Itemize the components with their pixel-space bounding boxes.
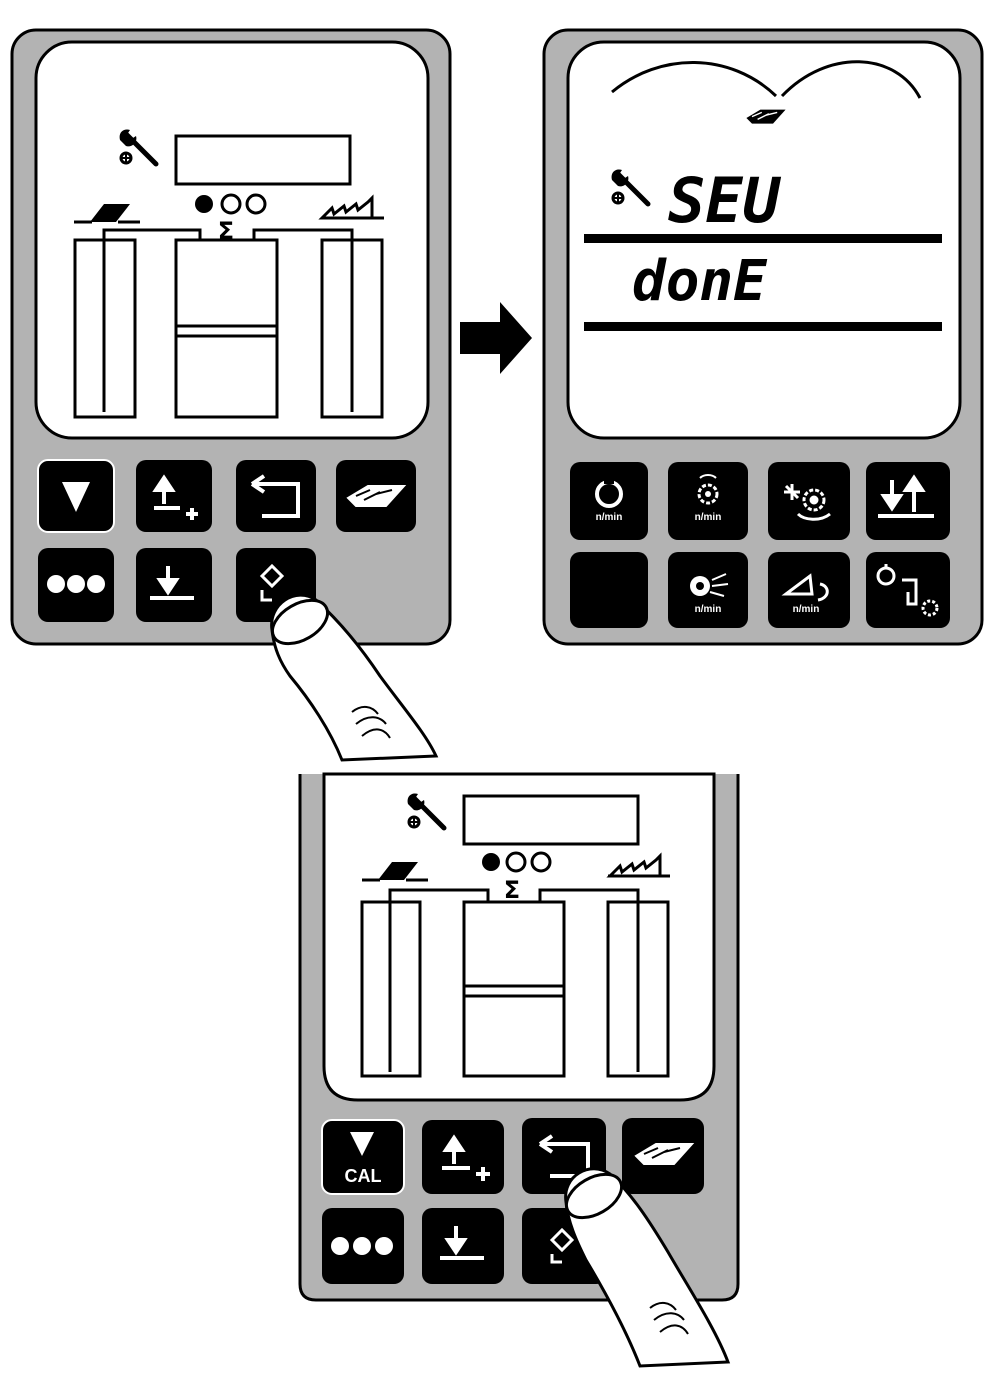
key-dots[interactable]	[38, 548, 114, 622]
key-tractor-speed[interactable]: n/min	[768, 552, 850, 628]
bar-total	[174, 238, 279, 419]
left-keypad	[37, 459, 416, 622]
key-book[interactable]	[336, 460, 416, 532]
lower-icon	[440, 1226, 484, 1260]
harvest-icon	[606, 852, 670, 878]
key-down-cal[interactable]: CAL	[321, 1119, 405, 1195]
three-dots-icon	[331, 1237, 393, 1255]
raise-plus-icon	[442, 1134, 490, 1181]
lcd-separator	[584, 234, 942, 243]
cal-label: CAL	[345, 1166, 382, 1186]
panel-right: SEU donE n/min n/min	[542, 28, 984, 646]
svg-text:n/min: n/min	[695, 604, 722, 615]
key-gear-speed[interactable]: n/min	[668, 462, 748, 540]
bottom-keypad: CAL	[321, 1118, 704, 1284]
arc-right	[780, 60, 922, 99]
key-rotor[interactable]	[768, 462, 850, 540]
book-icon	[746, 109, 786, 124]
blank-key-icon	[570, 552, 648, 628]
key-pto-speed[interactable]: n/min	[570, 462, 648, 540]
panel-left: Σ	[10, 28, 452, 646]
dot-empty	[505, 851, 527, 873]
dot-filled	[195, 195, 213, 213]
key-lift[interactable]	[866, 462, 950, 540]
field-icon	[362, 862, 428, 882]
transition-arrow-icon	[460, 302, 532, 374]
field-icon	[74, 204, 140, 224]
dot-filled	[482, 853, 500, 871]
value-box	[174, 134, 352, 186]
svg-text:n/min: n/min	[596, 512, 623, 523]
bottom-display-diagram: Σ	[360, 793, 670, 1078]
right-keypad: n/min n/min	[570, 462, 950, 628]
key-return[interactable]	[236, 460, 316, 532]
lift-icon	[878, 474, 934, 518]
key-drive-gear[interactable]	[866, 552, 950, 628]
lcd-separator	[584, 322, 942, 331]
finger-icon	[270, 593, 439, 762]
sigma-symbol: Σ	[218, 217, 234, 245]
key-enter-icon	[549, 1227, 575, 1264]
dot-empty	[245, 193, 267, 215]
return-arrow-icon	[250, 474, 300, 518]
value-box	[462, 794, 640, 846]
finger-icon	[564, 1167, 731, 1368]
key-enter-icon	[259, 563, 285, 602]
key-fan-speed[interactable]: n/min	[668, 552, 748, 628]
pto-speed-icon: n/min	[595, 478, 623, 523]
key-down[interactable]	[37, 459, 115, 533]
key-dots[interactable]	[322, 1208, 404, 1284]
key-raise[interactable]	[422, 1120, 504, 1194]
key-lower[interactable]	[136, 548, 212, 622]
key-raise[interactable]	[136, 460, 212, 532]
raise-plus-icon	[152, 474, 198, 520]
lcd-line-1: SEU	[668, 164, 782, 237]
key-blank[interactable]	[570, 552, 648, 628]
lcd-line-2: donE	[632, 249, 768, 314]
three-dots-icon	[47, 575, 105, 593]
sigma-symbol: Σ	[504, 876, 520, 904]
gear-speed-icon: n/min	[695, 474, 722, 523]
svg-text:n/min: n/min	[793, 604, 820, 615]
panel-bottom: Σ CAL	[298, 772, 740, 1302]
bar-total	[462, 900, 566, 1078]
lower-icon	[150, 566, 194, 600]
key-lower[interactable]	[422, 1208, 504, 1284]
fan-speed-icon: n/min	[690, 573, 729, 615]
svg-text:n/min: n/min	[695, 512, 722, 523]
drive-gear-icon	[876, 564, 939, 617]
dot-empty	[220, 193, 242, 215]
key-book[interactable]	[622, 1118, 704, 1194]
tractor-speed-icon: n/min	[781, 573, 829, 615]
harvest-icon	[318, 194, 384, 220]
left-display-diagram: Σ	[73, 129, 384, 419]
dot-empty	[530, 851, 552, 873]
arc-left	[611, 61, 778, 98]
triangle-down-icon	[350, 1132, 374, 1156]
right-display: SEU donE	[584, 60, 942, 331]
rotor-icon	[784, 484, 831, 521]
triangle-down-icon	[62, 482, 90, 512]
return-arrow-icon	[538, 1134, 590, 1178]
